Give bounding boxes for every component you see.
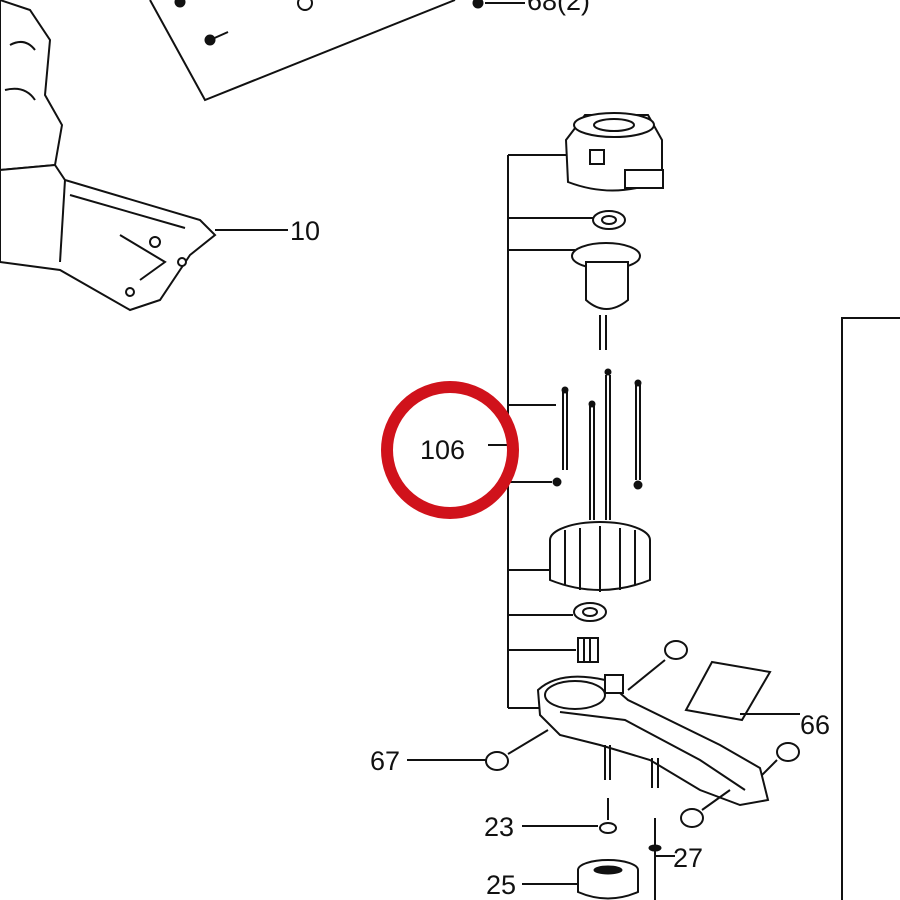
- stator-part: [549, 521, 651, 592]
- callout-23: 23: [484, 812, 514, 842]
- screw-part: [174, 0, 186, 8]
- gear-housing-part: [536, 674, 770, 807]
- screw-part: [472, 0, 484, 9]
- washer-part: [633, 480, 643, 490]
- arm-housing-part: [0, 0, 288, 312]
- callout-27: 27: [673, 843, 703, 873]
- motor-cap-part: [564, 112, 664, 192]
- bushing-part: [680, 789, 731, 828]
- bushing-part: [485, 729, 549, 771]
- callout-67: 67: [370, 746, 400, 776]
- bearing-part: [573, 602, 607, 622]
- washer-part: [522, 798, 617, 834]
- bolt-set-part: [552, 368, 643, 520]
- bolt-part: [634, 379, 642, 480]
- bearing-part: [592, 210, 626, 230]
- callout-68: 68(2): [527, 0, 590, 16]
- callout-10: 10: [290, 216, 320, 246]
- bushing-part: [627, 640, 688, 691]
- right-panel-frame: [841, 317, 900, 900]
- screw-part: [204, 31, 229, 46]
- gear-part: [522, 859, 639, 900]
- nut-part: [297, 0, 313, 11]
- shaft-part: [648, 818, 675, 900]
- highlight-circle: [381, 381, 519, 519]
- callout-25: 25: [486, 870, 516, 900]
- callout-66: 66: [800, 710, 830, 740]
- bushing-part: [761, 742, 800, 776]
- bolt-part: [588, 400, 596, 520]
- inset-panel: 68(2): [149, 0, 590, 102]
- group-bracket: [488, 154, 593, 709]
- washer-part: [552, 477, 562, 487]
- pad-plate-part: [684, 660, 800, 722]
- pinion-gear-part: [577, 637, 599, 663]
- rotor-part: [571, 242, 641, 350]
- bolt-part: [604, 368, 612, 520]
- bolt-part: [561, 386, 569, 470]
- callout-106: 106: [420, 435, 465, 465]
